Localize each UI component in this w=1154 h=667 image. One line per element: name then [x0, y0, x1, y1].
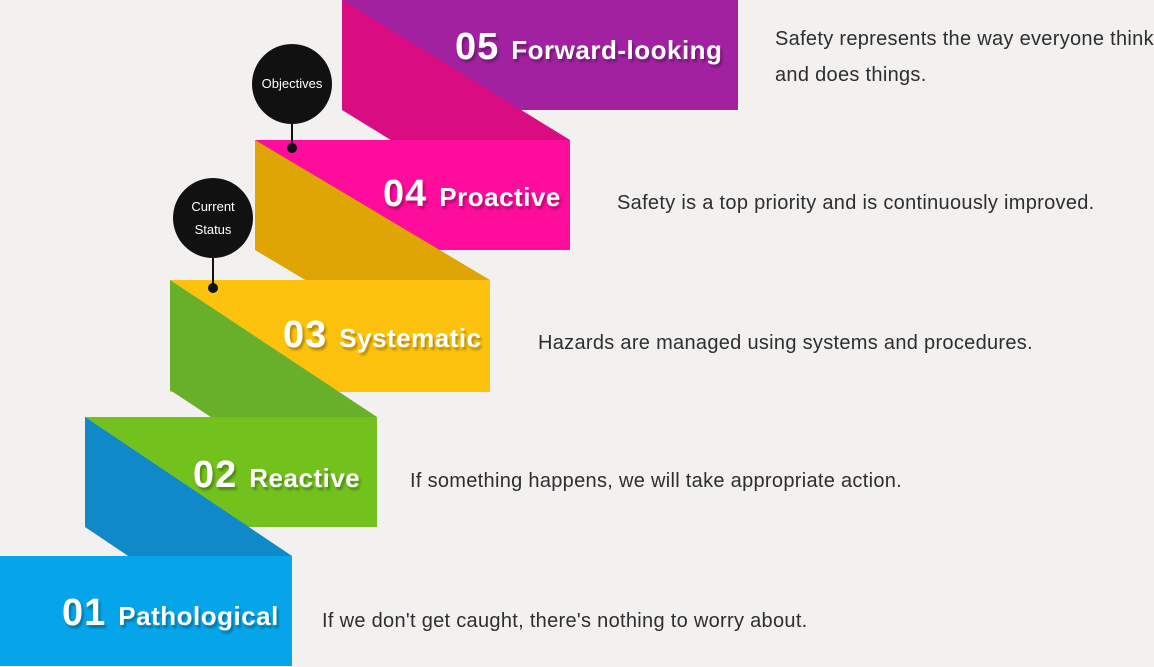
description-line: and does things. — [775, 64, 927, 86]
level-04-name: Proactive — [439, 182, 561, 212]
description-line: Safety is a top priority and is continuo… — [617, 192, 1095, 214]
current-status-marker: Current Status — [173, 178, 253, 258]
level-04-number: 04 — [383, 173, 428, 215]
current-status-connector-dot — [208, 283, 218, 293]
level-03-number: 03 — [283, 314, 328, 356]
objectives-connector-dot — [287, 143, 297, 153]
level-02-label: 02 Reactive — [193, 454, 360, 497]
level-01-name: Pathological — [118, 601, 279, 631]
level-01-label: 01 Pathological — [62, 592, 279, 635]
level-05-number: 05 — [455, 26, 500, 68]
level-01-number: 01 — [62, 592, 107, 634]
objectives-connector-line — [291, 122, 293, 146]
level-02-number: 02 — [193, 454, 238, 496]
description-line: If we don't get caught, there's nothing … — [322, 610, 808, 632]
objectives-marker: Objectives — [252, 44, 332, 124]
level-05-name: Forward-looking — [511, 35, 723, 65]
level-03-label: 03 Systematic — [283, 314, 482, 357]
level-03-description: Hazards are managed using systems and pr… — [538, 325, 1033, 361]
description-line: If something happens, we will take appro… — [410, 470, 903, 492]
description-line: Safety represents the way everyone think… — [775, 28, 1154, 50]
level-03-name: Systematic — [339, 323, 482, 353]
current-status-connector-line — [212, 256, 214, 286]
level-02-description: If something happens, we will take appro… — [410, 463, 902, 499]
current-status-marker-label: Current Status — [191, 198, 235, 237]
description-line: Hazards are managed using systems and pr… — [538, 332, 1033, 354]
objectives-marker-label: Objectives — [261, 76, 323, 92]
level-04-label: 04 Proactive — [383, 173, 561, 216]
level-05-label: 05 Forward-looking — [455, 26, 722, 69]
level-04-description: Safety is a top priority and is continuo… — [617, 185, 1095, 221]
level-01-description: If we don't get caught, there's nothing … — [322, 603, 808, 639]
band-01-pathological — [0, 556, 292, 666]
level-02-name: Reactive — [249, 463, 361, 493]
level-05-description: Safety represents the way everyone think… — [775, 21, 1154, 93]
